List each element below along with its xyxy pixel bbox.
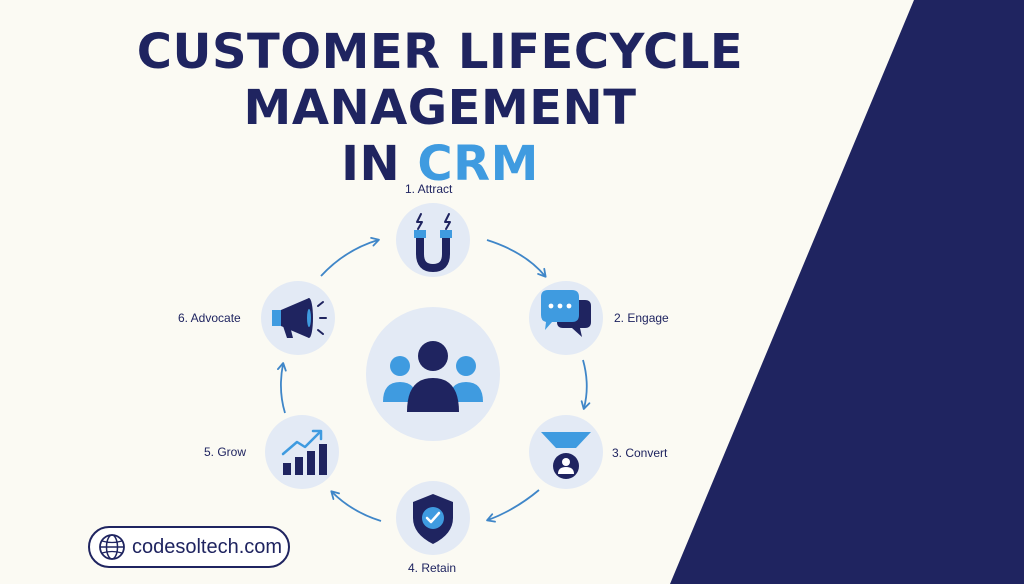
brand-pill[interactable]: codesoltech.com [88,526,290,568]
arrow-convert-to-retain [486,489,540,523]
step-node-retain [396,481,470,555]
title-line-3-prefix: IN [341,136,418,192]
magnet-icon [414,213,452,273]
step-node-convert [529,415,603,489]
megaphone-icon [272,298,327,338]
team-icon [383,341,483,412]
step-label-convert: 3. Convert [612,446,668,460]
arrow-retain-to-grow [330,490,382,522]
title-line-1: CUSTOMER LIFECYCLE [136,24,744,80]
step-node-grow [265,415,339,489]
step-label-retain: 4. Retain [408,561,457,575]
title-line-3: IN CRM [130,136,750,192]
title-line-2: MANAGEMENT [243,80,637,136]
page-title: CUSTOMER LIFECYCLE MANAGEMENT IN CRM [130,24,750,192]
brand-url: codesoltech.com [132,535,283,558]
step-node-advocate [261,281,335,355]
title-accent-crm: CRM [417,136,539,192]
chat-bubbles-icon [541,290,591,337]
arrow-advocate-to-attract [320,237,380,277]
step-node-engage [529,281,603,355]
cycle-arrows [277,237,591,523]
arrow-engage-to-convert [580,359,591,410]
step-label-advocate: 6. Advocate [178,311,241,325]
step-label-engage: 2. Engage [614,311,669,325]
step-label-attract: 1. Attract [405,182,453,196]
center-node [366,307,500,441]
globe-icon [99,534,125,560]
step-node-attract [396,203,470,277]
growth-chart-icon [281,429,327,475]
arrow-grow-to-advocate [277,362,287,414]
funnel-icon [541,432,591,479]
step-label-grow: 5. Grow [204,445,247,459]
arrow-attract-to-engage [486,239,547,278]
shield-check-icon [413,494,453,544]
